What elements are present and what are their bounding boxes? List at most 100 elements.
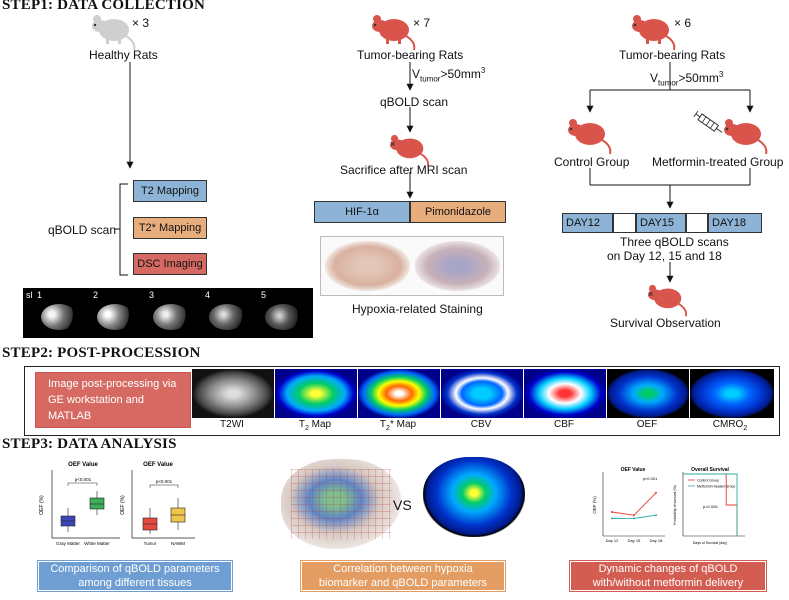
map-t2star	[358, 369, 440, 418]
v-rest: >50mm	[440, 67, 481, 81]
v-sup: 3	[718, 70, 724, 79]
qbold-scan-label: qBOLD scan	[48, 223, 117, 237]
map-strip: T2WI T2 Map T2* Map CBV CBF OEF CMRO2	[192, 369, 774, 432]
chart-ylabel: OEF (%)	[120, 495, 126, 515]
map-label: CBV	[470, 419, 492, 430]
data-point	[655, 491, 657, 494]
tick-label: NAWM	[171, 541, 185, 546]
survival-label: Survival Observation	[610, 316, 721, 330]
box-gray-matter	[60, 508, 76, 532]
v-sub: tumor	[658, 78, 679, 88]
slice-number: 1	[37, 290, 43, 300]
day15-box: DAY15	[636, 213, 686, 233]
map-t2wi	[192, 369, 274, 418]
p-value: p<0.001	[75, 477, 92, 482]
map-label: T2* Map	[379, 419, 417, 432]
map-label: T2WI	[220, 419, 244, 430]
healthy-count: × 3	[132, 16, 150, 30]
map-label: T2 Map	[298, 419, 332, 432]
bracket-icon	[114, 183, 128, 276]
caption-3: Dynamic changes of qBOLD with/without me…	[569, 560, 767, 592]
chart-title: OEF Value	[68, 462, 98, 468]
control-group-label: Control Group	[554, 155, 630, 169]
slice-1: 1	[37, 290, 79, 330]
chart-xlabel: Days of Survival (day)	[693, 541, 727, 545]
slice-number: 5	[261, 290, 267, 300]
pimonidazole-box: Pimonidazole	[410, 201, 506, 223]
data-point	[611, 517, 613, 520]
t2-mapping-box: T2 Mapping	[133, 180, 207, 202]
legend-entry: Control Group	[697, 479, 719, 483]
slice-5: 5	[261, 290, 303, 330]
map-cbv	[441, 369, 523, 418]
staining-label: Hypoxia-related Staining	[352, 302, 483, 316]
survival-curve	[683, 473, 738, 536]
three-scans-line2: on Day 12, 15 and 18	[607, 249, 722, 263]
step3-title: STEP3: DATA ANALYSIS	[2, 436, 177, 452]
chart-title: OEF Value	[143, 462, 173, 468]
chart-title: OEF Value	[621, 467, 646, 473]
map-oef	[607, 369, 689, 418]
step2-title: STEP2: POST-PROCESSION	[2, 345, 201, 361]
tick-label: Day 12	[606, 538, 619, 543]
brain-grid-image	[281, 459, 401, 549]
tick-label: White Matter	[84, 541, 110, 546]
box-white-matter	[89, 491, 105, 515]
oef-map-image	[423, 457, 525, 537]
data-point	[633, 514, 635, 517]
map-cbf	[524, 369, 606, 418]
map-label: CBF	[554, 419, 574, 430]
caption-1: Comparison of qBOLD parameters among dif…	[37, 560, 233, 592]
v-rest: >50mm	[678, 71, 719, 85]
vs-label: VS	[393, 497, 412, 513]
three-scans-line1: Three qBOLD scans	[620, 235, 729, 249]
gap-box-1	[613, 213, 636, 233]
day12-box: DAY12	[562, 213, 613, 233]
map-cmro2	[690, 369, 774, 418]
sacrifice-label: Sacrifice after MRI scan	[340, 163, 468, 177]
slice-prefix: sl	[26, 290, 33, 300]
map-t2	[275, 369, 357, 418]
tick-label: Gray Matter	[56, 541, 80, 546]
v-sup: 3	[480, 66, 486, 75]
metformin-group-label: Metformin-treated Group	[652, 155, 784, 169]
v-main: V	[412, 67, 421, 81]
mri-slice-strip: sl 1 2 3 4 5	[23, 288, 313, 338]
legend-entry: Metformin-treated Group	[697, 485, 735, 489]
step2-panel	[24, 366, 780, 436]
staining-images	[320, 236, 504, 296]
chart-ylabel: Probability of survival (%)	[673, 485, 677, 524]
tumor7-label: Tumor-bearing Rats	[357, 48, 464, 62]
p-value: p=0.026	[703, 504, 718, 509]
slice-number: 3	[149, 290, 155, 300]
qbold-scan-mid: qBOLD scan	[380, 95, 449, 109]
tick-label: Day 18	[650, 538, 663, 543]
data-point	[611, 511, 613, 513]
p-value: p<0.001	[156, 479, 173, 484]
v-main: V	[650, 71, 659, 85]
box-nawm	[170, 498, 186, 530]
tick-label: Tumor	[144, 541, 157, 546]
chart-title: Overall Survival	[691, 467, 729, 473]
chart-ylabel: OEF (%)	[592, 496, 597, 514]
slice-number: 4	[205, 290, 211, 300]
data-point	[655, 514, 657, 517]
p-value: p<0.001	[643, 476, 658, 481]
vtumor-label-mid: Vtumor>50mm3	[412, 66, 485, 83]
gap-box-2	[686, 213, 708, 233]
tumor6-count: × 6	[674, 16, 692, 30]
tumor7-count: × 7	[413, 16, 431, 30]
v-sub: tumor	[420, 74, 441, 84]
healthy-label: Healthy Rats	[89, 48, 158, 62]
hif-box: HIF-1α	[314, 201, 410, 223]
